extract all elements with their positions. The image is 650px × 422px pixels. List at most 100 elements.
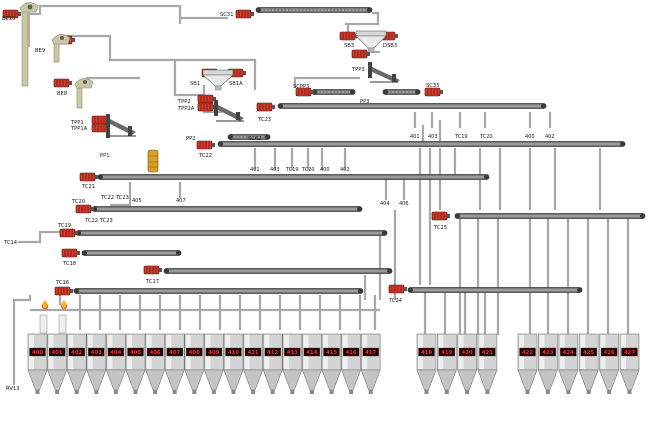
silo[interactable]: 417 — [360, 333, 381, 394]
label-tc23: TC23 — [257, 117, 271, 123]
motor-icon[interactable] — [143, 265, 162, 275]
motor-icon[interactable] — [351, 49, 370, 59]
silo-label: 426 — [604, 350, 615, 356]
motor-icon[interactable] — [2, 9, 21, 19]
bucket-elevator-be10[interactable] — [19, 2, 39, 87]
silo[interactable]: 420 — [457, 333, 478, 394]
label-be8: BE8 — [57, 91, 67, 97]
motor-icon[interactable] — [197, 94, 216, 104]
label-tpp2: TPP2 — [177, 99, 191, 105]
label-be10: BE10 — [2, 16, 15, 22]
hopper-sb3[interactable] — [355, 30, 387, 53]
bucket-elevator-be8[interactable] — [74, 78, 94, 109]
plansifter-pp2[interactable] — [214, 100, 244, 122]
conveyor-tc18[interactable] — [81, 250, 182, 256]
pipe-label: TC19 — [285, 167, 299, 173]
silo[interactable]: 412 — [262, 333, 283, 394]
motor-icon[interactable] — [54, 286, 73, 296]
label-sc35: SC35 — [426, 83, 440, 89]
grain-tank[interactable] — [147, 149, 159, 173]
silo[interactable]: 406 — [145, 333, 166, 394]
silo[interactable]: 404 — [105, 333, 126, 394]
motor-icon[interactable] — [79, 172, 98, 182]
label-tpp1a: TPP1A — [70, 126, 88, 132]
conveyor-sc62[interactable] — [227, 134, 271, 140]
silo[interactable]: 421 — [477, 333, 498, 394]
motor-icon[interactable] — [339, 31, 358, 41]
motor-icon[interactable] — [431, 211, 450, 221]
silo[interactable]: 419 — [436, 333, 457, 394]
conveyor-tc22[interactable] — [217, 141, 626, 147]
silo-label: 416 — [346, 350, 357, 356]
motor-icon[interactable] — [424, 87, 443, 97]
silo[interactable]: 407 — [164, 333, 185, 394]
pipe-label: 400 — [320, 167, 330, 173]
silo[interactable]: 423 — [537, 333, 558, 394]
conveyor-sc35-screw[interactable] — [382, 89, 421, 95]
silo[interactable]: 415 — [321, 333, 342, 394]
silo-label: 420 — [462, 350, 473, 356]
pipe-label: 403 — [270, 167, 280, 173]
bucket-elevator-be9[interactable] — [51, 34, 71, 63]
motor-icon[interactable] — [256, 102, 275, 112]
silo-label: 417 — [365, 350, 376, 356]
label-pp3: PP3 — [360, 99, 370, 105]
conveyor-tc17[interactable] — [163, 268, 393, 274]
motor-icon[interactable] — [388, 284, 407, 294]
silo[interactable]: 403 — [86, 333, 107, 394]
conveyor-sc31[interactable] — [255, 7, 373, 13]
silo[interactable]: 413 — [282, 333, 303, 394]
conveyor-tc25[interactable] — [454, 213, 646, 219]
silo-label: 427 — [624, 350, 635, 356]
label-sb1: SB1 — [190, 81, 200, 87]
motor-icon[interactable] — [197, 102, 216, 112]
conveyor-scpp3[interactable] — [311, 89, 356, 95]
silo[interactable]: 427 — [619, 333, 640, 394]
silo[interactable]: 425 — [578, 333, 599, 394]
silo[interactable]: 414 — [301, 333, 322, 394]
silo[interactable]: 402 — [66, 333, 87, 394]
silo[interactable]: 426 — [599, 333, 620, 394]
silo-label: 419 — [441, 350, 452, 356]
silo[interactable]: 410 — [223, 333, 244, 394]
pipe-label: 402 — [545, 134, 555, 140]
conveyor-tc19[interactable] — [75, 230, 388, 236]
conveyor-tc23[interactable] — [277, 103, 547, 109]
silo-label: 404 — [110, 350, 121, 356]
hopper-sb1[interactable] — [202, 69, 234, 91]
motor-icon[interactable] — [196, 140, 215, 150]
plansifter-pp1[interactable] — [106, 114, 136, 138]
label-tc14: TC14 — [3, 240, 18, 246]
conveyor-tc21[interactable] — [97, 174, 490, 180]
silo[interactable]: 405 — [125, 333, 146, 394]
silo[interactable]: 424 — [558, 333, 579, 394]
motor-icon[interactable] — [61, 248, 80, 258]
motor-icon[interactable] — [75, 204, 94, 214]
label-be9: BE9 — [35, 48, 45, 54]
silo[interactable]: 418 — [416, 333, 437, 394]
silo[interactable]: 422 — [517, 333, 538, 394]
conveyor-group — [73, 7, 646, 294]
silo[interactable]: 411 — [243, 333, 264, 394]
motor-icon[interactable] — [295, 87, 314, 97]
conveyor-tc24[interactable] — [407, 287, 583, 293]
conveyor-tc20[interactable] — [91, 206, 363, 212]
motor-icon[interactable] — [53, 78, 72, 88]
plansifter-pp3[interactable] — [368, 62, 400, 83]
motor-icon[interactable] — [59, 228, 78, 238]
silo-label: 403 — [91, 350, 102, 356]
silo[interactable]: 401 — [47, 333, 68, 394]
silo[interactable]: 416 — [341, 333, 362, 394]
label-rv13: RV13 — [6, 386, 19, 392]
silo[interactable]: 408 — [184, 333, 205, 394]
conveyor-tc16[interactable] — [73, 288, 364, 294]
silo[interactable]: 400 — [27, 333, 48, 394]
silo[interactable]: 409 — [203, 333, 224, 394]
motor-icon[interactable] — [235, 9, 254, 19]
silo-label: 410 — [228, 350, 239, 356]
silo-label: 401 — [52, 350, 63, 356]
label-tc20: TC20 — [71, 199, 85, 205]
